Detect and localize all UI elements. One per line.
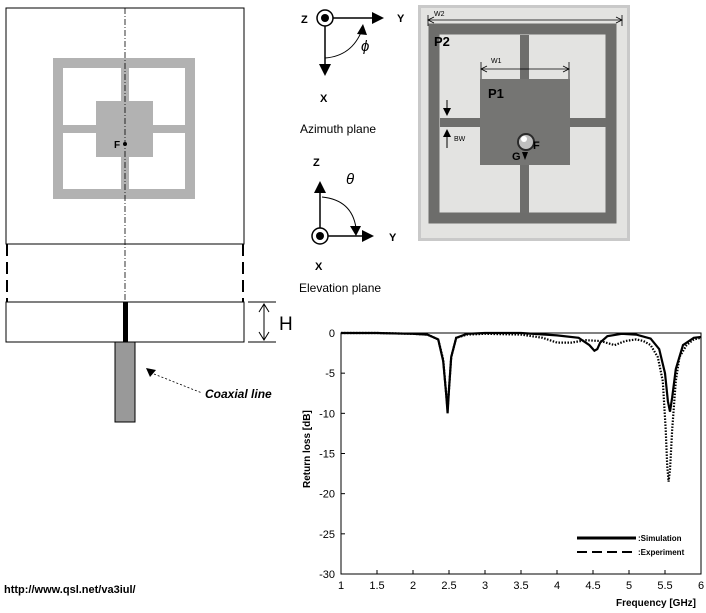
p1-label: P1	[488, 86, 504, 101]
phi-arc	[324, 29, 363, 59]
azimuth-y-arrow-icon	[372, 12, 384, 24]
height-label: H	[279, 314, 293, 335]
theta-arc-arrow-icon	[350, 226, 361, 236]
y-ticks: 0 -5 -10 -15 -20 -25 -30	[319, 328, 345, 581]
bw-arrow-up-icon	[443, 129, 451, 137]
series-line-experiment	[341, 331, 702, 482]
y-tick-label: -10	[319, 408, 335, 420]
photo-connector	[517, 133, 535, 151]
y-tick-label: -15	[319, 449, 335, 461]
x-tick-label: 3	[482, 580, 488, 592]
x-tick-label: 5	[626, 580, 632, 592]
coaxial-line-body	[114, 341, 136, 423]
plot-area	[340, 332, 702, 575]
azimuth-x-arrow-icon	[319, 64, 331, 76]
source-url: http://www.qsl.net/va3iul/	[4, 584, 136, 596]
feed-label: F	[114, 140, 120, 151]
w2-label: W2	[434, 11, 445, 18]
probe-pin	[123, 302, 128, 342]
y-tick-label: -25	[319, 529, 335, 541]
antenna-photo: W2 P2 W1 P1 BW G F	[418, 5, 630, 241]
elevation-y-arrow-icon	[362, 230, 374, 242]
y-tick-label: -5	[325, 368, 335, 380]
return-loss-chart: 0 -5 -10 -15 -20 -25 -30 1 1.5 2 2.5 3 3.5 4 4.5 5 5.5 6…	[302, 328, 704, 609]
x-axis-label: Frequency [GHz]	[616, 598, 696, 609]
phi-symbol: ϕ	[361, 38, 369, 55]
elevation-z-label: Z	[313, 157, 320, 169]
x-tick-label: 4	[554, 580, 560, 592]
antenna-drawing: F H Coaxial line	[5, 7, 293, 423]
x-tick-label: 2.5	[441, 580, 456, 592]
w1-label: W1	[491, 58, 502, 65]
theta-symbol: θ	[346, 171, 354, 188]
series-line-simulation	[341, 331, 702, 414]
elevation-caption: Elevation plane	[299, 281, 381, 295]
y-tick-label: -20	[319, 489, 335, 501]
azimuth-z-label: Z	[301, 14, 308, 26]
inner-patch	[96, 101, 153, 157]
x-tick-label: 1.5	[369, 580, 384, 592]
p2-label: P2	[434, 34, 450, 49]
photo-f-label: F	[533, 140, 540, 152]
x-tick-label: 1	[338, 580, 344, 592]
bw-arrow-down-icon	[443, 108, 451, 116]
photo-g-arrow-icon	[522, 152, 528, 160]
x-tick-label: 4.5	[585, 580, 600, 592]
x-ticks: 1 1.5 2 2.5 3 3.5 4 4.5 5 5.5 6	[338, 570, 704, 592]
x-tick-label: 3.5	[513, 580, 528, 592]
elevation-y-label: Y	[389, 232, 397, 244]
azimuth-caption: Azimuth plane	[300, 122, 376, 136]
x-tick-label: 5.5	[657, 580, 672, 592]
chart-series	[341, 331, 702, 482]
azimuth-y-label: Y	[397, 13, 405, 25]
y-tick-label: 0	[329, 328, 335, 340]
azimuth-x-label: X	[320, 93, 328, 105]
azimuth-axes: Z Y X ϕ Azimuth plane	[300, 9, 405, 136]
photo-g-label: G	[512, 151, 521, 163]
chart-legend: :Simulation :Experiment	[577, 534, 685, 557]
photo-outer-ring	[428, 23, 617, 224]
y-tick-label: -30	[319, 569, 335, 581]
coax-callout-arrow-icon	[146, 368, 156, 377]
bw-label: BW	[454, 136, 466, 143]
elevation-axes: Z Y X θ Elevation plane	[299, 157, 397, 295]
coax-callout-leader	[153, 373, 203, 394]
coax-label: Coaxial line	[205, 387, 272, 401]
x-tick-label: 2	[410, 580, 416, 592]
height-arrow-down-icon	[258, 331, 270, 341]
y-axis-label: Return loss [dB]	[302, 410, 313, 488]
feed-point	[123, 142, 127, 146]
elevation-x-label: X	[315, 261, 323, 273]
x-tick-label: 6	[698, 580, 704, 592]
theta-arc	[321, 196, 357, 229]
phi-arc-arrow-icon	[357, 24, 367, 35]
elevation-z-arrow-icon	[314, 181, 326, 193]
outer-ring-patch	[53, 58, 195, 199]
legend-simulation-label: :Simulation	[638, 534, 682, 543]
legend-experiment-label: :Experiment	[638, 548, 685, 557]
height-arrow-up-icon	[258, 303, 270, 313]
